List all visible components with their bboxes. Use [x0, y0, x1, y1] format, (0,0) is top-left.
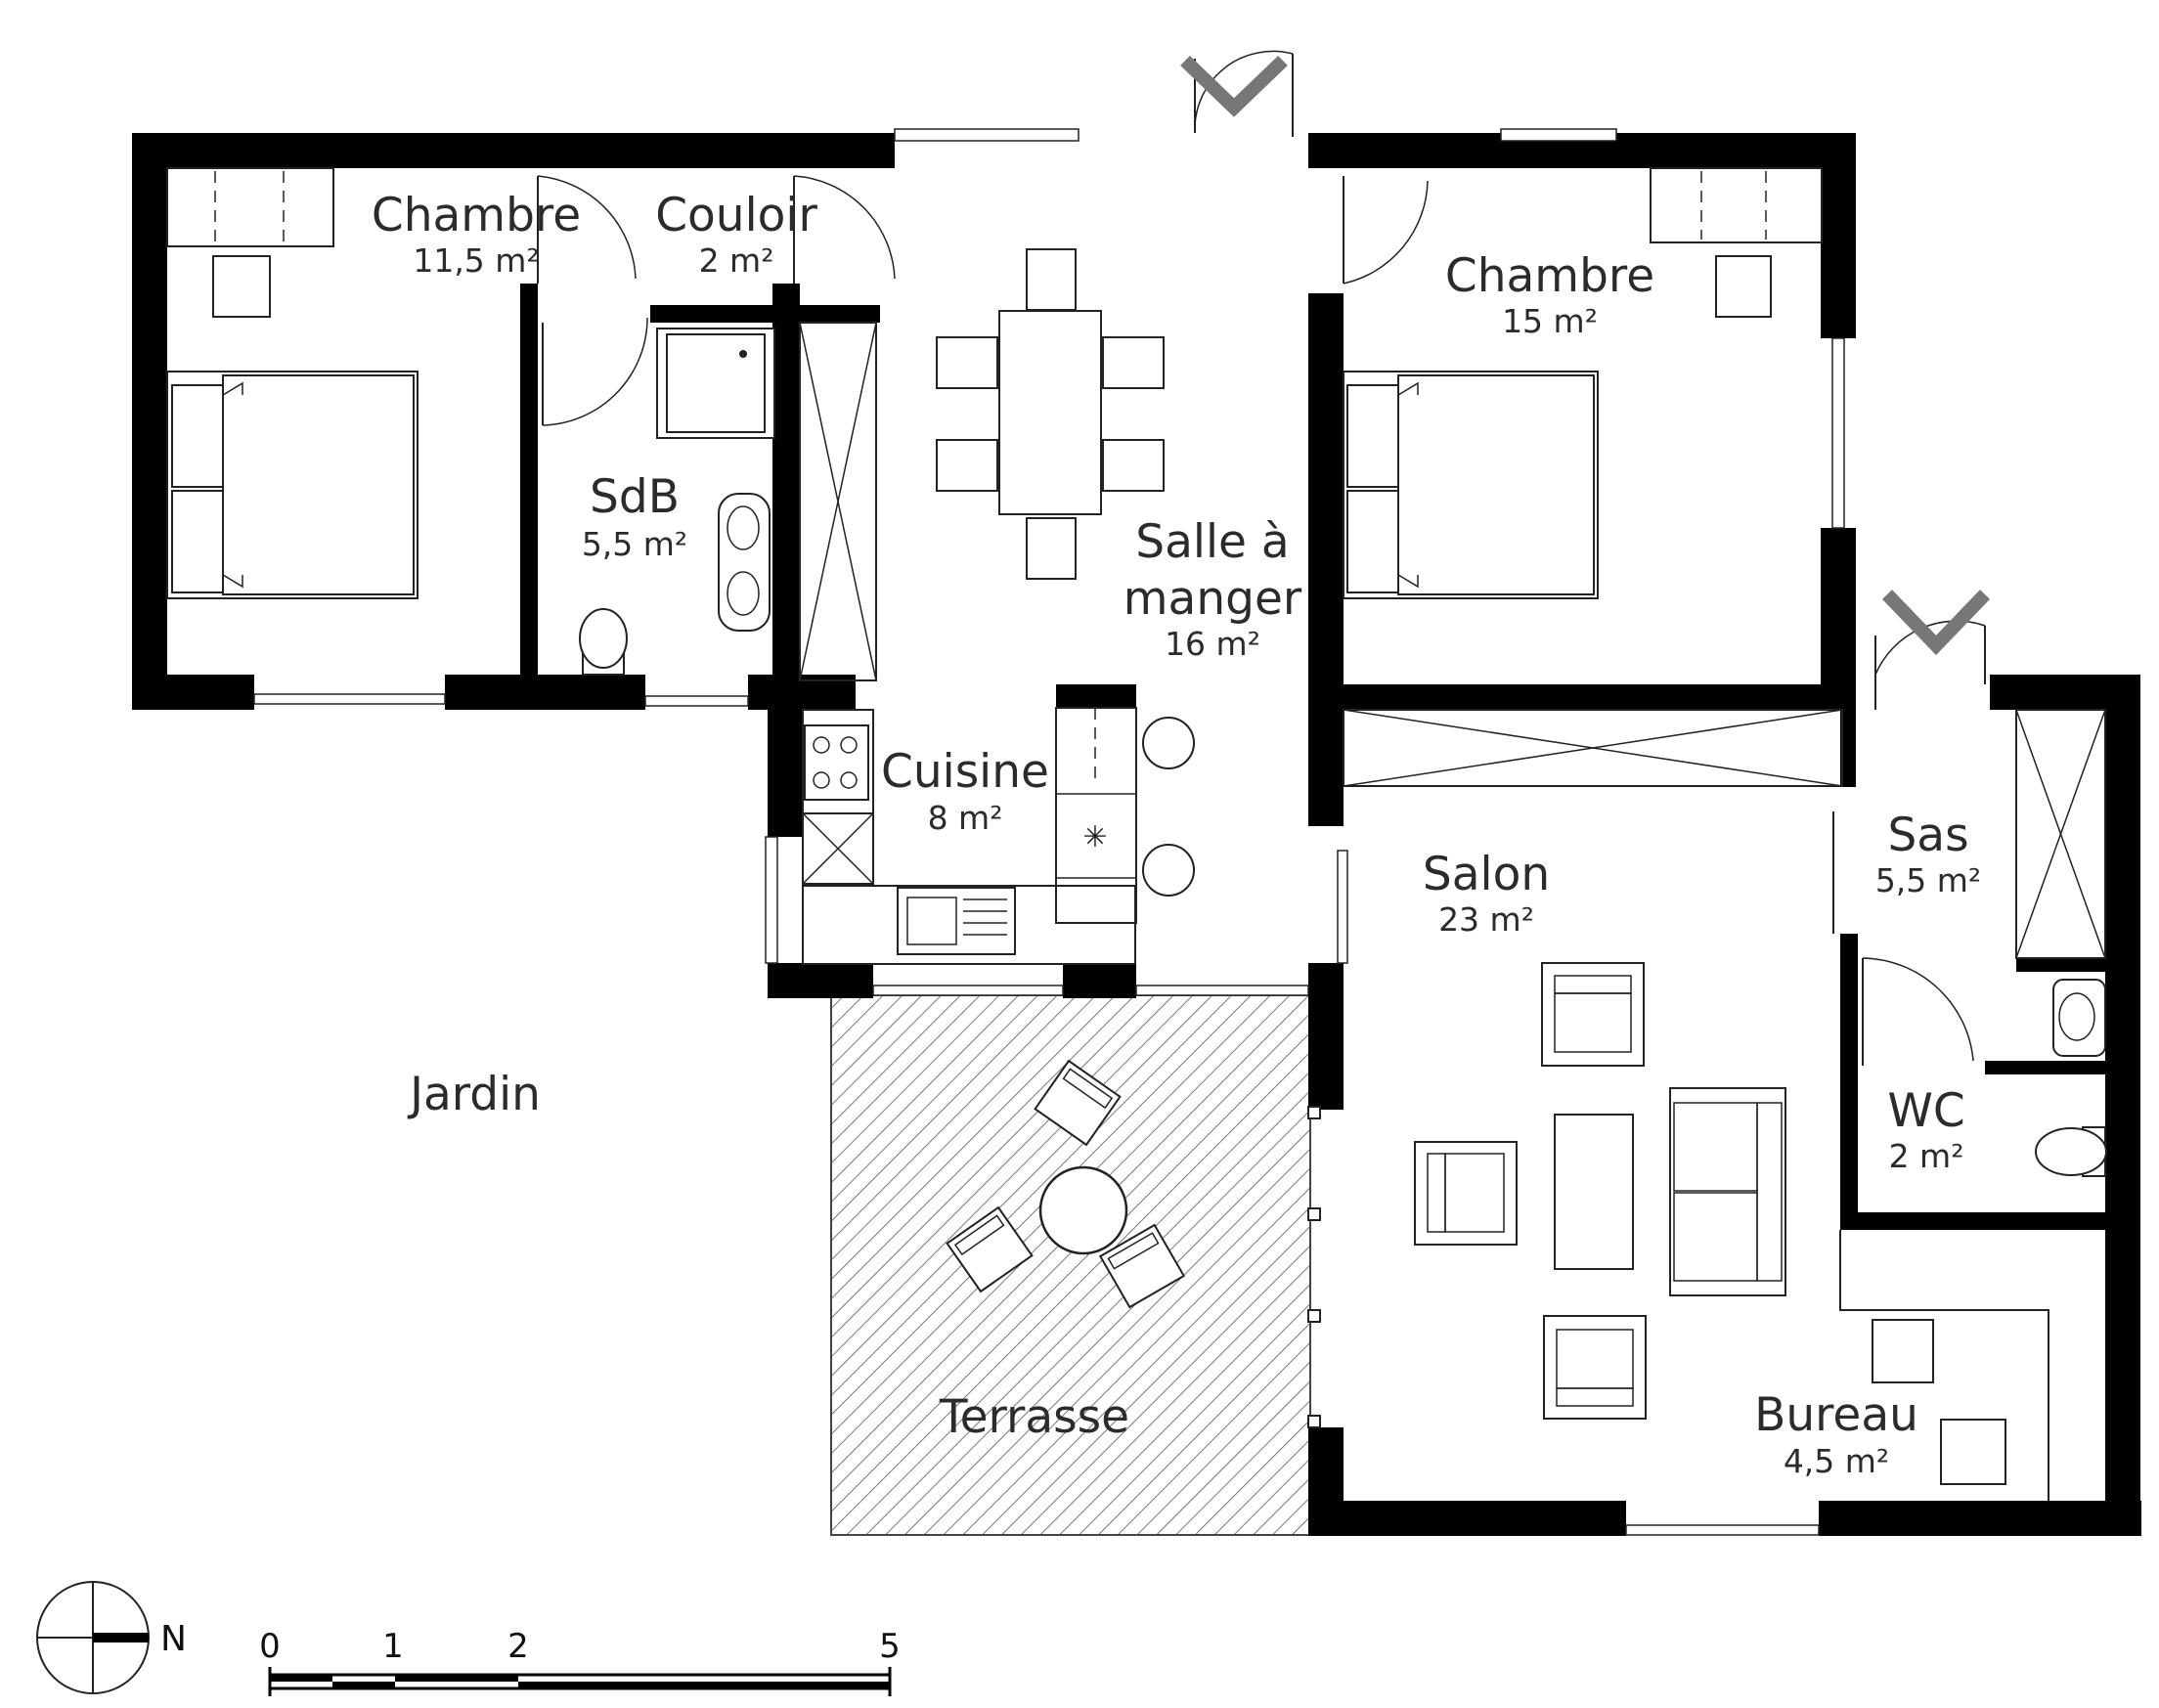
- scale-tick-label: 0: [259, 1627, 281, 1666]
- room-area: 15 m²: [1502, 302, 1598, 340]
- room-area: 2 m²: [699, 241, 774, 280]
- room-area: 5,5 m²: [582, 525, 687, 563]
- room-area: 4,5 m²: [1784, 1442, 1889, 1480]
- side-entrance-arrow-icon: [1881, 590, 1991, 656]
- room-area: 23 m²: [1438, 900, 1534, 939]
- sdb-furniture: [579, 328, 775, 676]
- garden-label: Jardin: [407, 1068, 541, 1121]
- terrace-furniture: [946, 1059, 1186, 1309]
- room-name: Couloir: [655, 189, 817, 242]
- room-name: Salon: [1423, 848, 1550, 901]
- corridor-cupboard: [1343, 709, 1843, 787]
- dining-set: [936, 248, 1165, 580]
- room-area: 8 m²: [928, 799, 1003, 837]
- bureau-furniture: [1839, 1230, 2049, 1501]
- windows: [253, 128, 1845, 1536]
- room-name: Chambre: [1445, 249, 1654, 303]
- kitchen-furniture: ✳: [802, 707, 1195, 965]
- scale-tick-label: 1: [382, 1627, 404, 1666]
- bedroom2-furniture: [1343, 167, 1823, 599]
- scale-tick-label: 2: [507, 1627, 529, 1666]
- room-name: Cuisine: [881, 745, 1049, 799]
- doors: [537, 50, 1986, 1066]
- room-name: WC: [1887, 1084, 1964, 1138]
- room-name: manger: [1124, 572, 1302, 626]
- room-area: 11,5 m²: [413, 241, 539, 280]
- room-name: Chambre: [372, 189, 581, 242]
- room-area: 2 m²: [1889, 1137, 1964, 1175]
- compass-icon: N: [36, 1581, 187, 1694]
- room-area: 5,5 m²: [1875, 861, 1981, 899]
- room-name: Sas: [1887, 809, 1968, 862]
- room-name: Bureau: [1754, 1388, 1918, 1442]
- terrace-posts: [1307, 1106, 1321, 1428]
- bedroom1-furniture: [166, 167, 419, 599]
- room-name: SdB: [590, 470, 680, 524]
- room-labels: Chambre 11,5 m² Couloir 2 m² Chambre 15 …: [372, 189, 1981, 1480]
- salon-furniture: [1414, 962, 1786, 1420]
- scale-tick-label: 5: [879, 1627, 901, 1666]
- north-label: N: [160, 1619, 187, 1659]
- walls: [132, 133, 2141, 1536]
- scale-bar: 0 1 2 5: [259, 1627, 901, 1696]
- room-area: 16 m²: [1165, 625, 1260, 663]
- entrance-arrow-icon: [1180, 55, 1288, 117]
- terrace-label: Terrasse: [939, 1390, 1129, 1444]
- room-name: Salle à: [1135, 515, 1289, 569]
- sas-furniture: [2015, 709, 2107, 1177]
- svg-text:✳: ✳: [1082, 820, 1107, 854]
- cupboard-crossed: [799, 322, 877, 681]
